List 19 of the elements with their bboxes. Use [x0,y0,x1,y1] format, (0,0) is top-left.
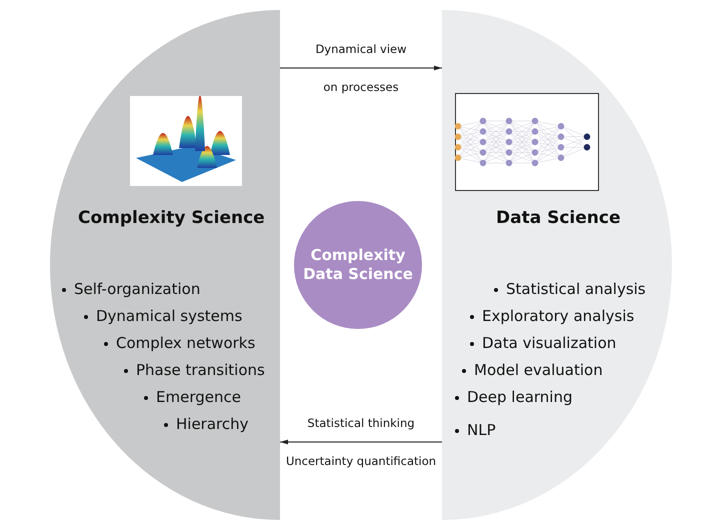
arrow [280,66,442,70]
list-item: Dynamical systems [96,307,242,325]
list-item: Exploratory analysis [482,307,634,325]
list-item: Deep learning [467,388,572,406]
section-heading: Complexity Science [78,208,265,228]
list-item: Statistical analysis [506,280,646,298]
list-item: Data visualization [482,334,616,352]
list-item: Model evaluation [474,361,603,379]
list-item: Complex networks [116,334,256,352]
list-item: Hierarchy [176,415,249,433]
arrow [280,440,442,444]
edge-label: Dynamical view on processes [314,41,408,96]
edge-label: Statistical thinking Uncertainty quantification [284,415,438,470]
list-item: Self-organization [74,280,200,298]
list-item: NLP [467,421,496,439]
section-heading: Data Science [496,208,620,228]
list-item: Emergence [156,388,241,406]
circle-label: Complexity Data Science [303,246,413,284]
list-item: Phase transitions [136,361,265,379]
